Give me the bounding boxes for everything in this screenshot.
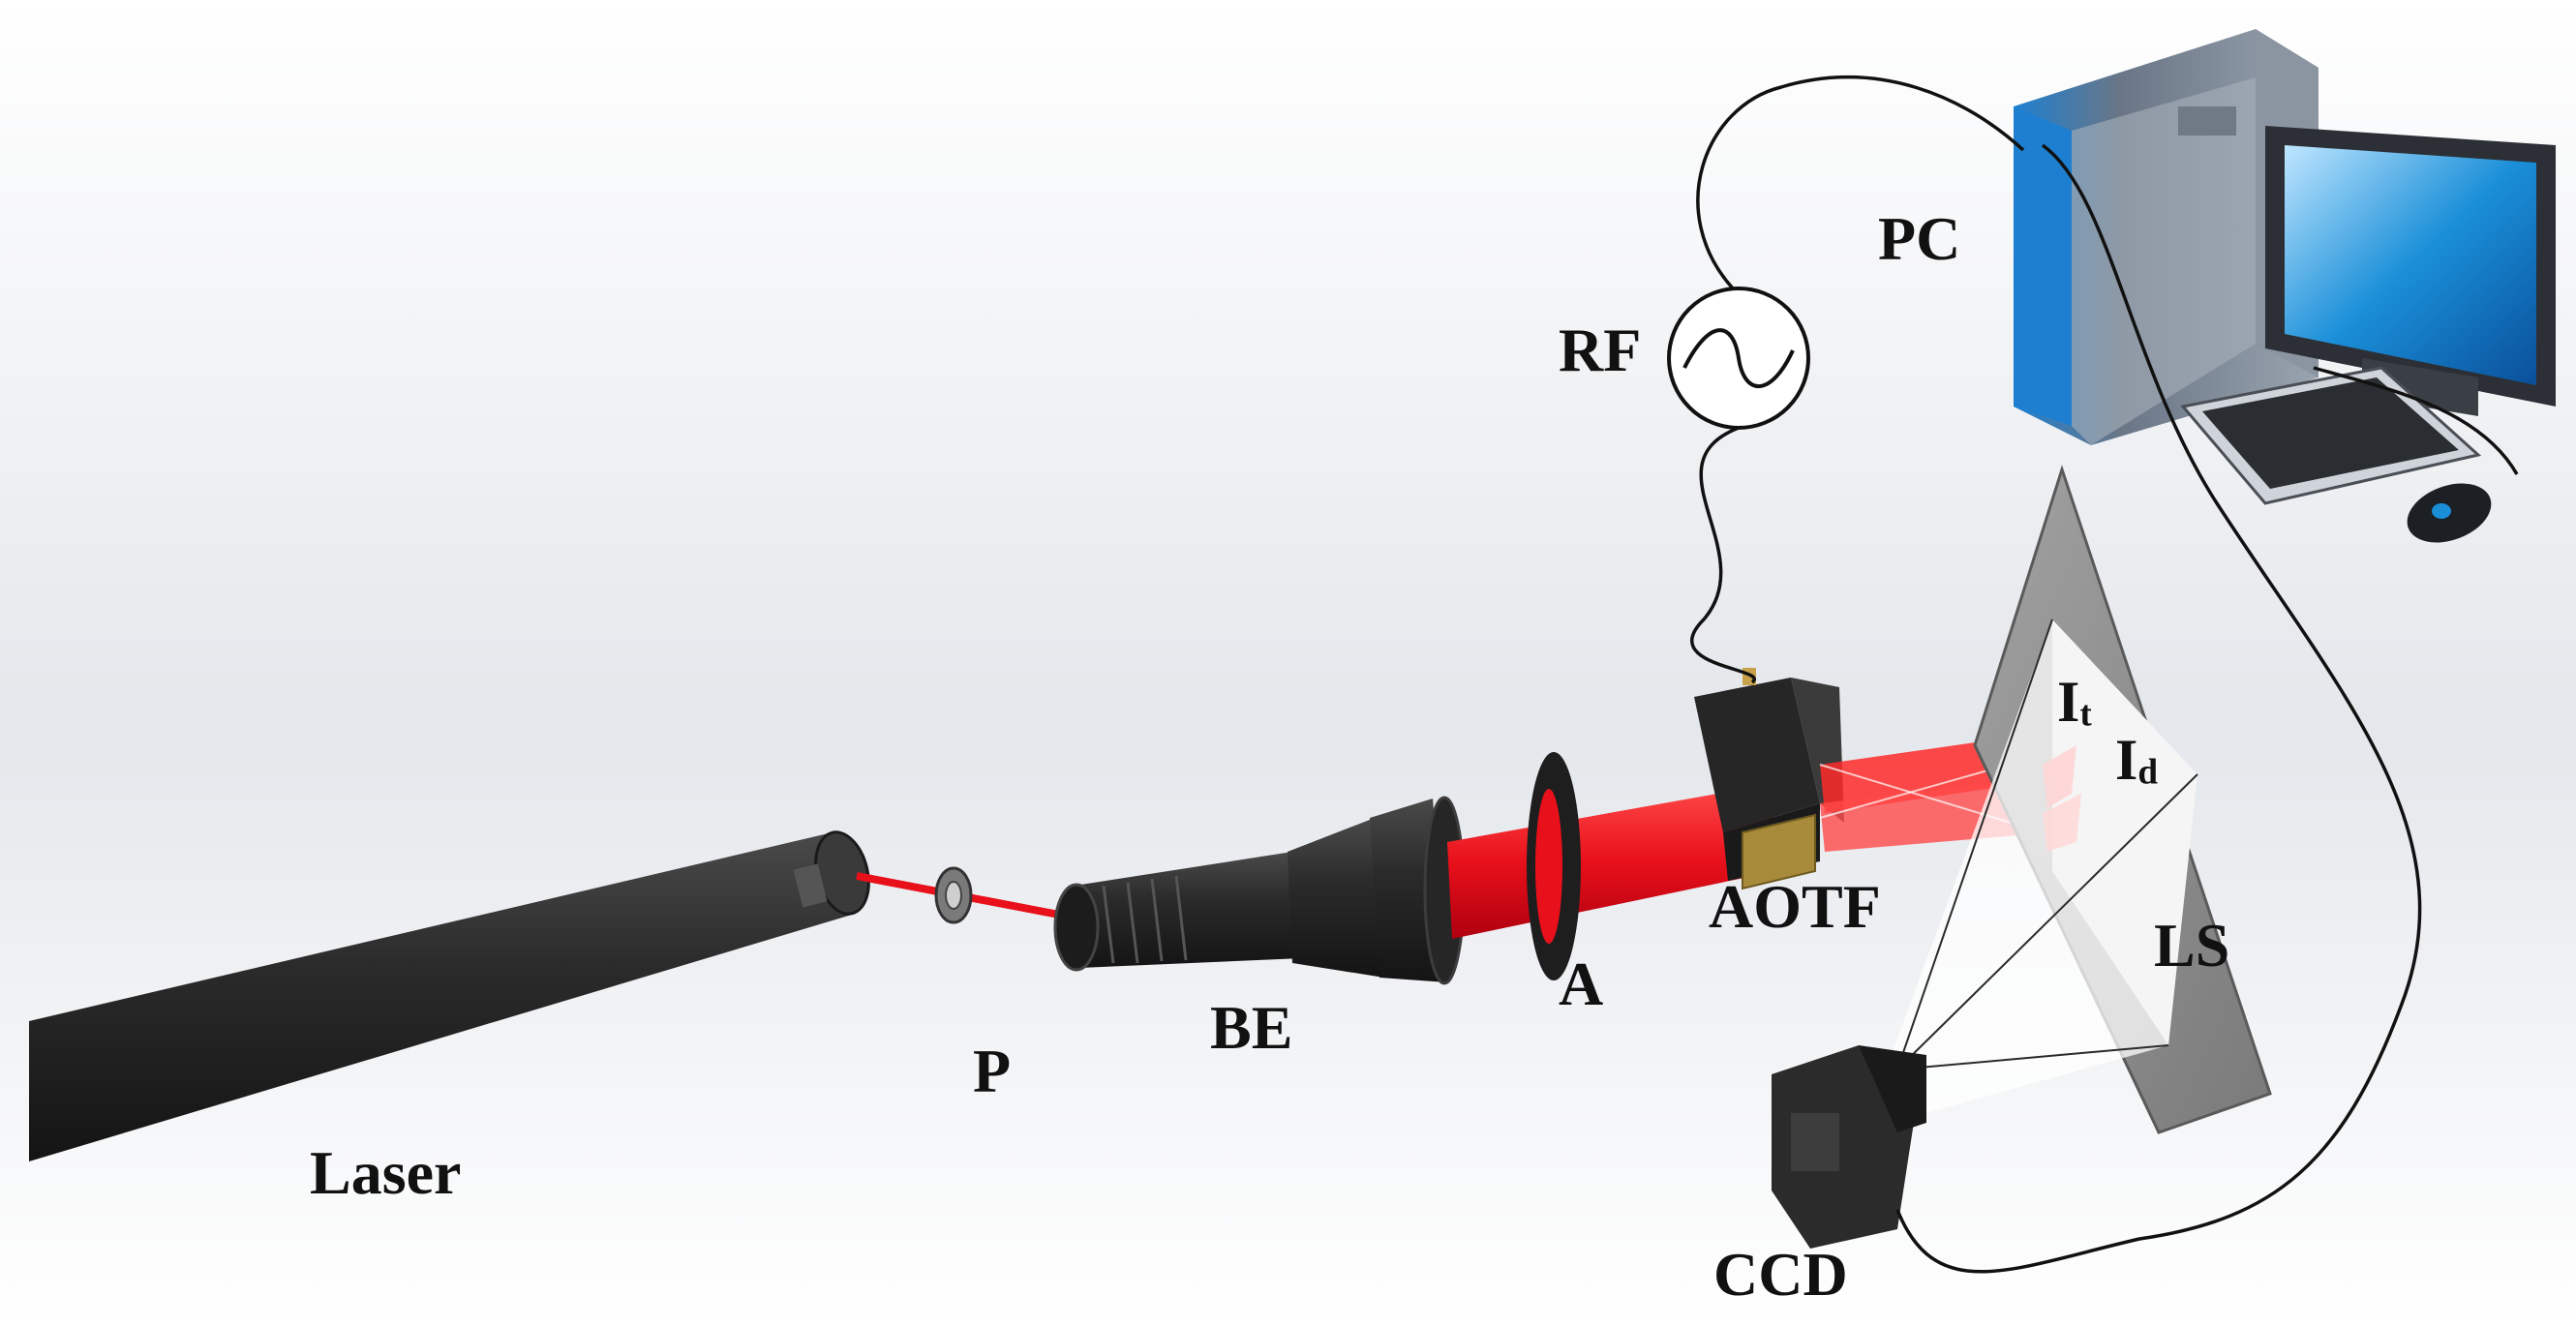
rf-generator bbox=[1667, 286, 1810, 430]
pc-label: PC bbox=[1878, 204, 1961, 273]
aperture-label: A bbox=[1559, 949, 1604, 1018]
cables bbox=[1690, 75, 2519, 1274]
ccd-label: CCD bbox=[1713, 1240, 1848, 1309]
transmitted-beam-label: It bbox=[2057, 670, 2092, 735]
laser-tube bbox=[29, 830, 870, 1161]
aperture bbox=[1527, 752, 1581, 980]
polarizer-label: P bbox=[973, 1037, 1012, 1105]
light-screen-label: LS bbox=[2154, 911, 2230, 979]
laser-label: Laser bbox=[310, 1138, 462, 1207]
pc-keyboard bbox=[2180, 366, 2482, 505]
rf-label: RF bbox=[1559, 316, 1642, 384]
diffracted-beam-label: Id bbox=[2115, 728, 2159, 793]
ccd-field-of-view bbox=[1888, 619, 2197, 1113]
ccd-view-lines bbox=[1896, 618, 2198, 1070]
beam-expander-label: BE bbox=[1210, 993, 1293, 1062]
polarizer bbox=[934, 866, 973, 924]
aotf-label: AOTF bbox=[1709, 872, 1881, 941]
ccd-camera bbox=[1772, 1045, 1926, 1249]
pc-tower bbox=[2014, 29, 2318, 445]
